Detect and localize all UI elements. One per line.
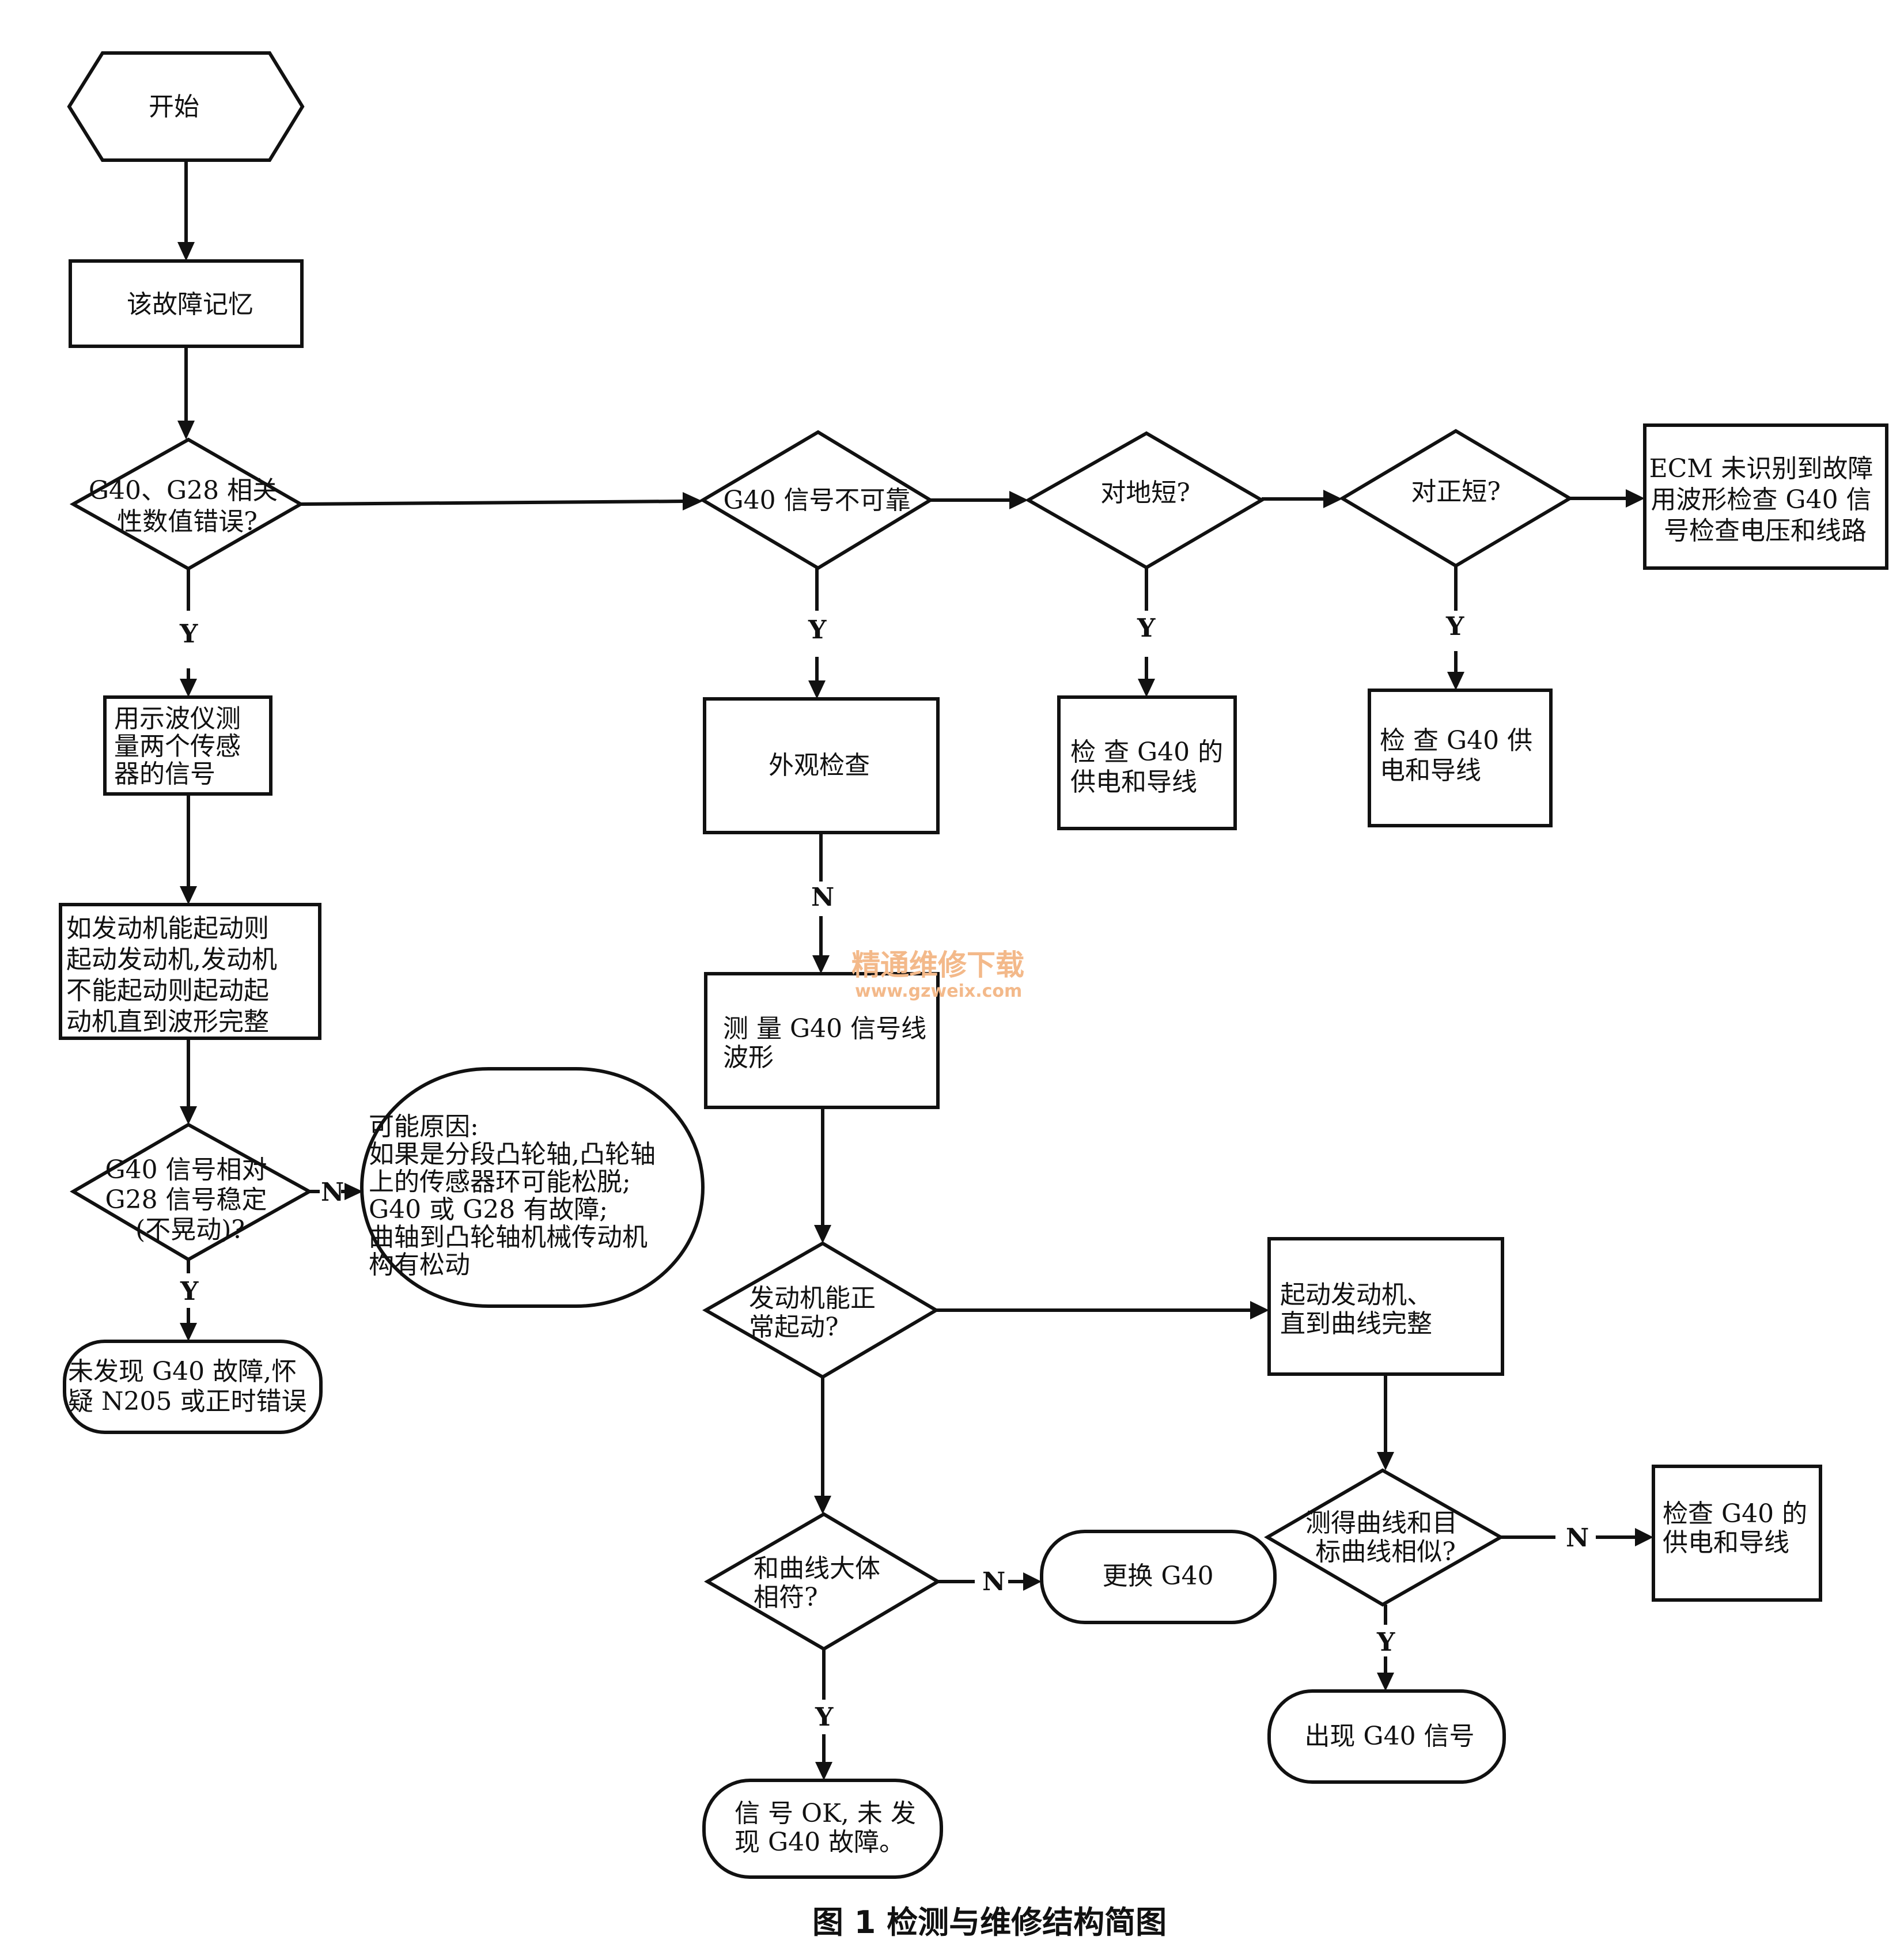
arrowhead: [180, 679, 197, 697]
check-supply-b-label: 检 查 G40 供 电和导线: [1380, 726, 1540, 785]
ecm-box-label: ECM 未识别到故障 用波形检查 G40 信 号检查电压和线路: [1649, 454, 1882, 546]
no-fault-n205-terminator: [63, 1340, 323, 1434]
target-curve-decision-label: 测得曲线和目 标曲线相似?: [1305, 1508, 1466, 1567]
watermark-url: www.gzweix.com: [855, 981, 1022, 1001]
measure-waveform-label: 测 量 G40 信号线 波形: [723, 1014, 934, 1072]
edge-label-unrel-yes: Y: [808, 615, 827, 645]
arrowhead: [683, 492, 703, 510]
arrowhead: [1635, 1528, 1653, 1546]
arrowhead: [814, 1225, 831, 1243]
correlation-decision-label: G40、G28 相关 性数值错误?: [89, 476, 286, 536]
check-supply-b-box: [1368, 689, 1553, 827]
arrowhead: [1009, 491, 1028, 509]
arrowhead: [180, 886, 197, 905]
visual-check-label: 外观检查: [769, 751, 870, 780]
edge-corr-no: [300, 500, 683, 506]
arrowhead: [814, 1496, 831, 1514]
start-engine-label: 如发动机能起动则 起动发动机,发动机 不能起动则起动起 动机直到波形完整: [66, 914, 285, 1037]
edge-label-stable-yes: Y: [180, 1277, 199, 1306]
short-ground-decision-label: 对地短?: [1100, 478, 1190, 508]
arrowhead: [1626, 489, 1645, 508]
g40-signal-appears-label: 出现 G40 信号: [1304, 1722, 1474, 1751]
check-supply-a-box: [1057, 695, 1237, 830]
possible-causes-label: 可能原因: 如果是分段凸轮轴,凸轮轴 上的传感器环可能松脱; G40 或 G28…: [369, 1112, 664, 1280]
figure-caption: 图 1 检测与维修结构简图: [812, 1904, 1167, 1941]
signal-ok-terminator: [702, 1779, 943, 1879]
g40-signal-appears-terminator: [1267, 1689, 1506, 1784]
short-positive-decision-label: 对正短?: [1411, 477, 1501, 506]
signal-ok-label: 信 号 OK, 未 发 现 G40 故障。: [735, 1799, 924, 1857]
edge-label-curve-no: N: [982, 1567, 1005, 1597]
ecm-box: [1643, 423, 1888, 570]
edge-label-target-yes: Y: [1376, 1628, 1395, 1657]
edge-label-corr-yes: Y: [179, 619, 198, 649]
replace-g40-terminator: [1040, 1530, 1277, 1624]
arrowhead: [808, 680, 826, 699]
target-curve-decision: [1264, 1468, 1505, 1607]
start-engine-box: [59, 903, 321, 1040]
arrowhead: [177, 421, 195, 440]
arrowhead: [1377, 1452, 1394, 1470]
stable-decision-label: G40 信号相对 G28 信号稳定 (不晃动)?: [105, 1155, 275, 1245]
no-fault-n205-label: 未发现 G40 故障,怀 疑 N205 或正时错误: [68, 1357, 306, 1416]
edge-label-ground-yes: Y: [1137, 614, 1156, 643]
edge-label-curve-yes: Y: [815, 1703, 834, 1732]
arrowhead: [815, 1762, 832, 1780]
fault-memory-box: [69, 259, 304, 348]
edge-label-visual-no: N: [811, 883, 834, 912]
check-supply-a-label: 检 查 G40 的 供电和导线: [1070, 737, 1231, 797]
arrowhead: [180, 1323, 197, 1341]
start-engine-curve-label: 起动发动机、 直到曲线完整: [1280, 1280, 1440, 1338]
arrowhead: [812, 955, 830, 974]
arrowhead: [1250, 1301, 1269, 1319]
arrowhead: [345, 1183, 363, 1200]
edge-label-stable-no: N: [321, 1178, 344, 1207]
arrowhead: [1138, 679, 1155, 697]
arrowhead: [1377, 1673, 1394, 1691]
arrowhead: [1023, 1572, 1042, 1591]
start-engine-curve-box: [1267, 1237, 1504, 1376]
arrowhead: [180, 1106, 197, 1125]
start-terminator: [67, 51, 305, 162]
watermark-title: 精通维修下载: [851, 948, 1024, 982]
start-label: 开始: [149, 92, 199, 122]
check-supply-c-box: [1652, 1465, 1822, 1602]
possible-causes-oval: [360, 1067, 705, 1308]
engine-starts-decision-label: 发动机能正 常起动?: [749, 1284, 884, 1342]
unreliable-decision-label: G40 信号不可靠: [723, 486, 910, 515]
edge-label-positive-yes: Y: [1445, 612, 1464, 641]
curve-match-decision-label: 和曲线大体 相符?: [754, 1554, 888, 1612]
edge-label-target-no: N: [1566, 1523, 1589, 1553]
check-supply-c-label: 检查 G40 的 供电和导线: [1663, 1499, 1815, 1557]
arrowhead: [1447, 672, 1464, 690]
arrowhead: [177, 242, 195, 261]
scope-measure-label: 用示波仪测 量两个传感 器的信号: [114, 704, 249, 789]
measure-waveform-box: [704, 972, 940, 1109]
scope-measure-box: [103, 695, 272, 796]
replace-g40-label: 更换 G40: [1102, 1561, 1213, 1591]
fault-memory-label: 该故障记忆: [127, 290, 253, 319]
arrowhead: [1323, 490, 1342, 508]
